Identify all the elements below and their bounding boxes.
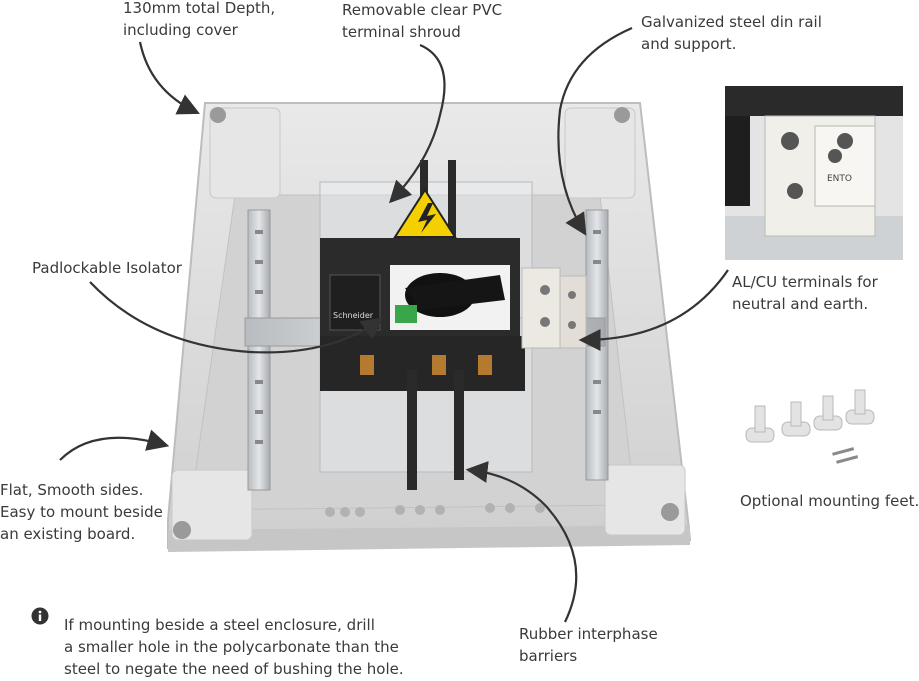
arrow-din-rail (557, 26, 633, 236)
label-din-rail: Galvanized steel din rail and support. (641, 13, 822, 53)
info-icon (31, 607, 49, 625)
label-isolator: Padlockable Isolator (32, 259, 182, 277)
callout-arrows (59, 26, 729, 623)
label-sides: Flat, Smooth sides. Easy to mount beside… (0, 481, 163, 543)
arrow-shroud (388, 43, 446, 204)
isolator-brand: Schneider (333, 311, 374, 320)
arrow-barriers (465, 461, 578, 623)
arrow-sides (59, 429, 170, 461)
warning-icon (393, 188, 457, 238)
mounting-feet (745, 389, 875, 464)
label-shroud: Removable clear PVC terminal shroud (342, 1, 503, 41)
terminal-inset-illustration: ENTO (725, 86, 903, 260)
label-barriers: Rubber interphase barriers (519, 625, 658, 665)
mounting-note: If mounting beside a steel enclosure, dr… (64, 616, 404, 678)
label-depth: 130mm total Depth, including cover (123, 0, 276, 39)
arrow-terminals (578, 269, 729, 351)
arrow-depth (138, 41, 200, 115)
label-feet: Optional mounting feet. (740, 492, 919, 510)
terminal-blocks (521, 267, 587, 349)
arrow-isolator (89, 281, 384, 354)
terminal-inset: ENTO (725, 86, 903, 260)
label-terminals: AL/CU terminals for neutral and earth. (732, 273, 878, 313)
terminal-brand: ENTO (827, 174, 852, 184)
isolator: Schneider (320, 238, 525, 391)
